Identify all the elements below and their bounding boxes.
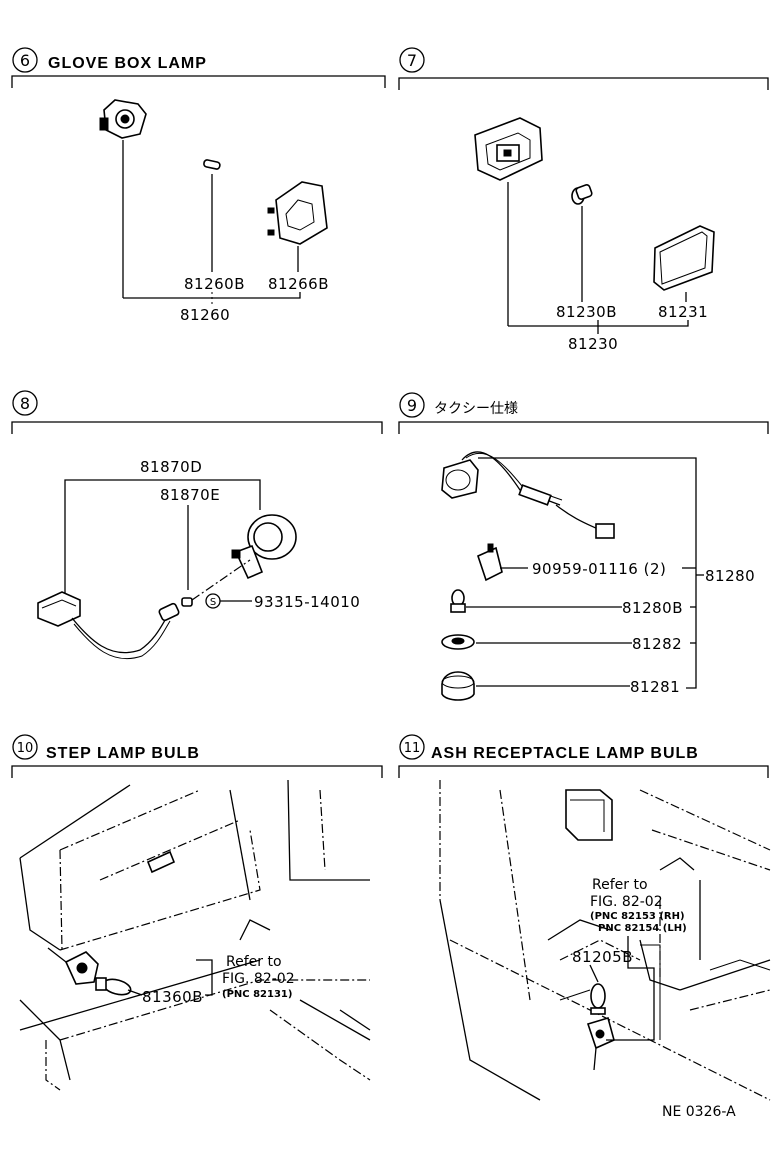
section-8-bracket — [11, 421, 383, 434]
part-81231: 81231 — [658, 303, 708, 321]
section-6-title: GLOVE BOX LAMP — [48, 55, 207, 72]
section-7: 7 81230B 81231 81230 — [398, 47, 769, 353]
map-lamp-housing — [474, 117, 543, 181]
taxi-clip — [477, 543, 503, 582]
part-81282: 81282 — [632, 635, 682, 653]
section-9: 9 タクシー仕様 90959-01116 (2) — [398, 392, 769, 701]
part-81230b: 81230B — [556, 303, 617, 321]
harness-wire — [71, 614, 169, 654]
connector — [37, 591, 81, 627]
section-11-number-circle — [399, 734, 425, 760]
section-6-bracket — [11, 75, 386, 88]
section-6: 6 GLOVE BOX LAMP 81260B 81266B 81260 — [11, 47, 386, 324]
map-lamp-lens — [653, 225, 715, 291]
taxi-lamp-harness — [441, 451, 615, 539]
part-81870d: 81870D — [140, 458, 202, 476]
section-7-bracket — [398, 77, 769, 90]
ash-receptacle-panel — [439, 780, 771, 1101]
section-10-bracket — [11, 765, 383, 778]
section-8: 8 81870D 81870E S 93315-14010 — [11, 390, 383, 660]
section-8-number-circle — [12, 390, 38, 416]
part-81870e: 81870E — [160, 486, 220, 504]
step-lamp-bulb — [47, 947, 132, 996]
section-9-number: 9 — [407, 396, 417, 415]
section-7-number-circle — [399, 47, 425, 73]
step-lamp-door-panel — [19, 779, 371, 1091]
ring-socket — [231, 514, 297, 580]
section-10-number: 10 — [17, 741, 34, 756]
taxi-cap — [441, 671, 475, 701]
step-lamp-ref-line2: FIG. 82-02 — [222, 971, 295, 987]
section-10-title: STEP LAMP BULB — [46, 745, 200, 762]
ash-lamp-ref-line1: Refer to — [592, 877, 648, 893]
step-lamp-ref-line3: (PNC 82131) — [222, 989, 292, 1000]
glove-box-socket — [99, 99, 147, 139]
section-11-number: 11 — [404, 741, 421, 756]
part-81205b: 81205B — [572, 948, 633, 966]
section-11-title: ASH RECEPTACLE LAMP BULB — [431, 745, 699, 762]
section-9-number-circle — [399, 392, 425, 418]
section-9-title: タクシー仕様 — [434, 401, 518, 417]
section-7-number: 7 — [407, 51, 417, 70]
section-8-number: 8 — [20, 394, 30, 413]
ash-lamp-ref-line2: FIG. 82-02 — [590, 894, 663, 910]
ash-receptacle-bulb — [586, 983, 615, 1071]
glove-box-bulb — [203, 159, 221, 170]
figure-code: NE 0326-A — [662, 1104, 736, 1120]
part-81360b: 81360B — [142, 988, 203, 1006]
glove-box-lens — [267, 181, 328, 245]
part-81266b: 81266B — [268, 275, 329, 293]
assy-81230: 81230 — [568, 335, 618, 353]
assy-81280: 81280 — [705, 567, 755, 585]
part-90959-01116: 90959-01116 (2) — [532, 560, 666, 578]
assy-81260: 81260 — [180, 306, 230, 324]
section-6-number: 6 — [20, 51, 30, 70]
part-93315-14010: 93315-14010 — [254, 593, 360, 611]
taxi-grommet — [441, 634, 475, 650]
part-81281: 81281 — [630, 678, 680, 696]
section-6-number-circle — [12, 47, 38, 73]
section-10-number-circle — [12, 734, 38, 760]
map-lamp-bulb — [571, 184, 593, 205]
step-lamp-ref-line1: Refer to — [226, 954, 282, 970]
section-9-bracket — [398, 421, 769, 434]
ash-lamp-ref-line4: PNC 82154 (LH) — [598, 923, 687, 934]
part-81280b: 81280B — [622, 599, 683, 617]
section-11-bracket — [398, 765, 769, 778]
ash-lamp-ref-line3: (PNC 82153 (RH) — [590, 911, 685, 922]
svg-text:S: S — [210, 597, 216, 608]
part-81260b: 81260B — [184, 275, 245, 293]
section-10: 10 STEP LAMP BULB — [11, 734, 383, 1091]
taxi-bulb — [450, 589, 466, 613]
section-11: 11 ASH RECEPTACLE LAMP BULB — [398, 734, 771, 1101]
